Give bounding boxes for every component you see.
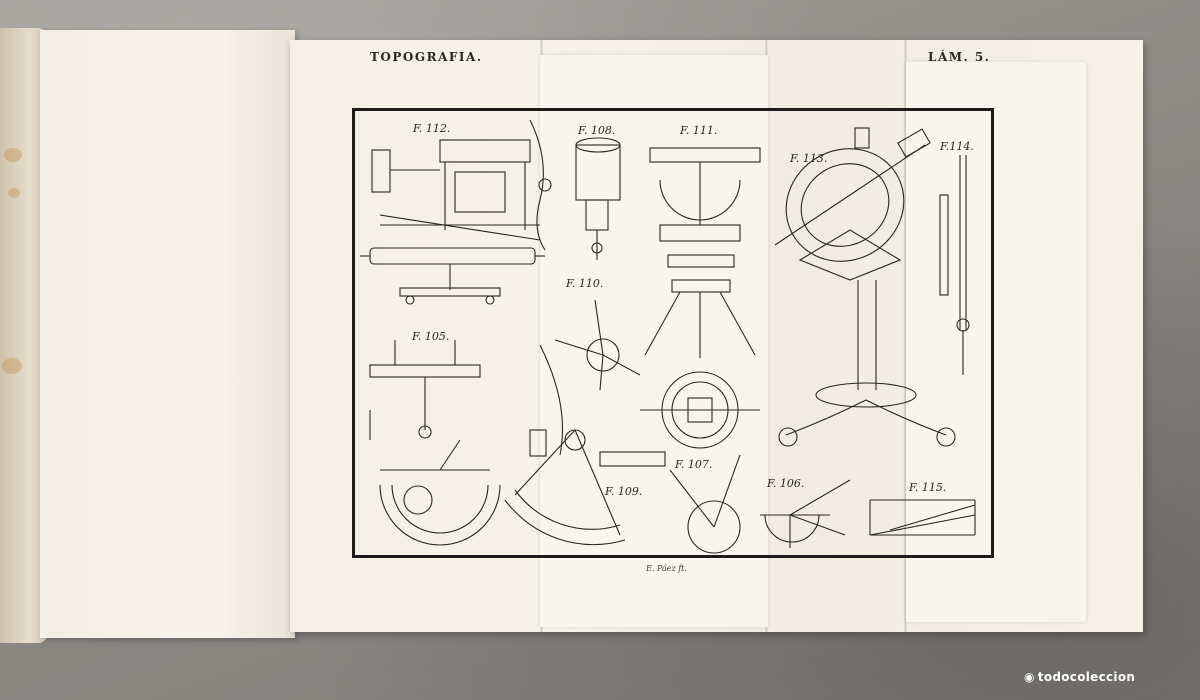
- figure-label-f113: F. 113.: [790, 152, 828, 165]
- figure-label-f108: F. 108.: [578, 124, 616, 137]
- foxing-stain: [4, 148, 22, 162]
- figure-label-f107: F. 107.: [675, 458, 713, 471]
- f112-level-drawing: [360, 119, 552, 305]
- figure-label-f105: F. 105.: [412, 330, 450, 343]
- f109-sextant-drawing: [504, 429, 666, 546]
- watermark: ◉todocoleccion: [1024, 670, 1135, 684]
- f114-rod-drawing: [939, 155, 970, 375]
- f115-diagram: [869, 499, 976, 536]
- engraver-credit: E. Páez ft.: [646, 564, 687, 573]
- figure-label-f114: F.114.: [940, 140, 974, 153]
- figure-label-f112: F. 112.: [413, 122, 451, 135]
- figure-label-f109: F. 109.: [605, 485, 643, 498]
- f108-instrument-drawing: [575, 137, 621, 260]
- f113-transit-drawing: [774, 127, 956, 447]
- figure-label-f115: F. 115.: [909, 481, 947, 494]
- sheet-fold-line: [904, 40, 907, 632]
- plate-border-frame: [352, 108, 994, 558]
- plate-fold-strip: [540, 55, 768, 627]
- foxing-stain: [2, 358, 22, 374]
- todocoleccion-logo-icon: ◉: [1024, 670, 1035, 684]
- f111-theodolite-drawing: [640, 147, 761, 449]
- plate-fold-strip: [906, 62, 1086, 622]
- protractor-drawing: [379, 439, 501, 546]
- f106-diagram: [760, 479, 851, 548]
- foxing-stain: [8, 188, 20, 198]
- left-book-page: [40, 30, 295, 638]
- f105-plane-table-drawing: [369, 340, 481, 440]
- f110-diagram: [539, 299, 641, 456]
- figure-label-f110: F. 110.: [566, 277, 604, 290]
- watermark-text: todocoleccion: [1037, 670, 1136, 684]
- figure-label-f106: F. 106.: [767, 477, 805, 490]
- f107-diagram: [669, 454, 741, 554]
- plate-number: LÁM. 5.: [928, 50, 991, 64]
- figure-label-f111: F. 111.: [680, 124, 718, 137]
- plate-title: TOPOGRAFIA.: [370, 50, 483, 64]
